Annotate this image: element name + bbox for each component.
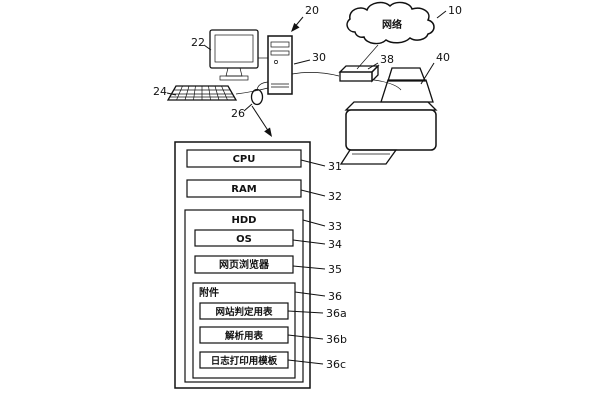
cloud-shape xyxy=(346,1,435,45)
cpu-label: CPU xyxy=(233,154,256,165)
ref-34: 34 xyxy=(328,238,342,251)
attachment-label: 附件 xyxy=(199,286,219,299)
ref-40: 40 xyxy=(436,51,450,64)
monitor xyxy=(209,29,259,81)
ref-36c: 36c xyxy=(326,358,346,371)
printer-rear-tray xyxy=(380,79,434,103)
internals-arrow-head xyxy=(264,127,272,137)
keyboard xyxy=(166,85,238,101)
group-arrow-20 xyxy=(291,16,304,32)
modem-side xyxy=(371,64,379,83)
cpu-box xyxy=(186,149,302,168)
ram-box xyxy=(186,179,302,198)
tower-drive-bay xyxy=(270,41,290,48)
leader-32 xyxy=(300,189,326,197)
cloud-modem-line xyxy=(356,44,379,70)
ref-35: 35 xyxy=(328,263,342,276)
ref-24: 24 xyxy=(153,85,167,98)
os-label: OS xyxy=(236,234,252,245)
leader-35 xyxy=(292,265,326,270)
leader-34 xyxy=(292,239,326,245)
network-cloud: 网络 xyxy=(346,1,435,45)
printer-top-cover xyxy=(344,101,438,111)
leader-36a xyxy=(287,310,324,314)
internals-arrow-line xyxy=(251,105,270,133)
monitor-screen xyxy=(214,34,254,63)
leader-10 xyxy=(436,10,447,19)
tower-power-button xyxy=(274,60,278,64)
reference-labels: 10 20 22 24 26 30 38 40 31 32 33 34 35 3… xyxy=(153,4,462,371)
leader-36 xyxy=(294,291,326,297)
leader-33 xyxy=(302,219,326,227)
ref-36b: 36b xyxy=(326,333,347,346)
printer-paper xyxy=(387,67,426,82)
leader-38 xyxy=(367,62,379,70)
ref-10: 10 xyxy=(448,4,462,17)
ref-30: 30 xyxy=(312,51,326,64)
hdd-label: HDD xyxy=(232,215,257,226)
leader-30 xyxy=(293,59,311,65)
mouse-body xyxy=(250,88,264,106)
printer xyxy=(339,67,438,165)
keyboard-cable xyxy=(235,87,269,95)
ref-38: 38 xyxy=(380,53,394,66)
ref-32: 32 xyxy=(328,190,342,203)
internals-arrow xyxy=(251,105,272,137)
modem-printer-cable xyxy=(373,79,402,91)
network-label: 网络 xyxy=(382,18,402,31)
ref-36a: 36a xyxy=(326,307,347,320)
log-template-label: 日志打印用模板 xyxy=(211,355,278,367)
modem xyxy=(338,64,380,83)
leader-40 xyxy=(420,62,435,85)
modem-front xyxy=(339,71,373,82)
internals-diagram: CPU RAM HDD OS 网页浏览器 附件 网站判定用表 解析用表 日志打印… xyxy=(174,141,311,389)
ref-36: 36 xyxy=(328,290,342,303)
monitor-base xyxy=(219,75,249,81)
browser-label: 网页浏览器 xyxy=(219,258,270,271)
ref-31: 31 xyxy=(328,160,342,173)
ref-22: 22 xyxy=(191,36,205,49)
ref-20: 20 xyxy=(305,4,319,17)
tower-vents xyxy=(271,83,289,88)
ram-label: RAM xyxy=(231,184,256,195)
monitor-stand xyxy=(225,67,243,77)
arrow-20-head xyxy=(291,22,300,32)
mouse xyxy=(250,88,264,106)
os-box xyxy=(194,229,294,247)
leader-22 xyxy=(203,44,212,51)
leader-36c xyxy=(287,359,324,365)
ref-26: 26 xyxy=(231,107,245,120)
keyboard-body xyxy=(166,85,238,101)
keyboard-keys xyxy=(169,85,235,101)
leader-26 xyxy=(243,103,253,112)
leader-24 xyxy=(166,92,177,96)
printer-body xyxy=(345,109,437,151)
mouse-cable xyxy=(256,81,269,91)
tower-modem-cable xyxy=(291,72,340,77)
leader-36b xyxy=(287,334,324,340)
tower-pc xyxy=(267,35,293,95)
parse-table-label: 解析用表 xyxy=(225,330,264,342)
tower-case xyxy=(267,35,293,95)
browser-box xyxy=(194,255,294,274)
leader-31 xyxy=(300,159,326,167)
tower-drive-bay-2 xyxy=(270,50,290,56)
site-table-label: 网站判定用表 xyxy=(215,306,273,318)
ref-33: 33 xyxy=(328,220,342,233)
printer-output-tray xyxy=(339,149,398,165)
